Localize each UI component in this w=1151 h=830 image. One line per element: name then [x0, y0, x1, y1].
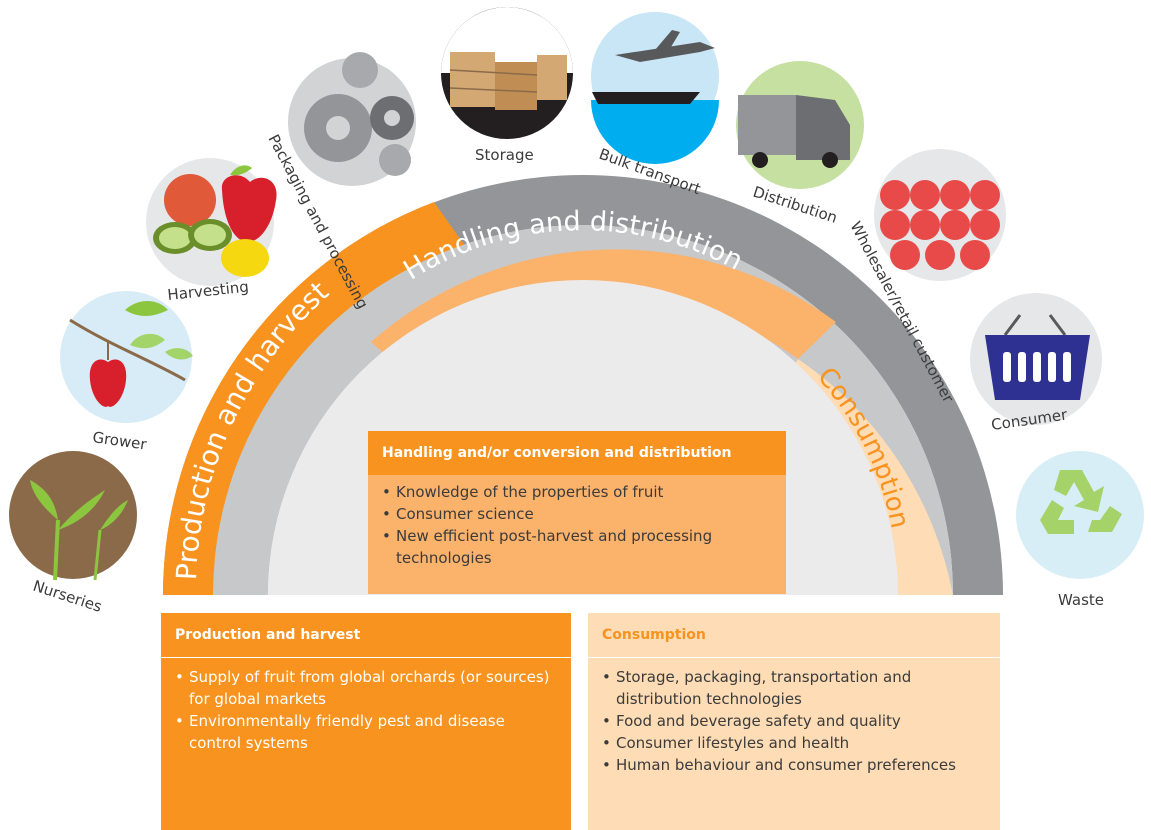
- stage-label-harvesting: Harvesting: [167, 278, 250, 304]
- gears-icon: [304, 52, 414, 176]
- list-item: Consumer science: [382, 503, 772, 525]
- stage-label-nurseries: Nurseries: [31, 577, 105, 616]
- list-item: Food and beverage safety and quality: [602, 710, 986, 732]
- stage-grower: Grower: [60, 291, 193, 454]
- apples-crate-icon: [880, 180, 1000, 270]
- list-item: Storage, packaging, transportation and d…: [602, 666, 986, 710]
- truck-icon: [738, 95, 850, 168]
- stage-harvesting: Harvesting: [146, 158, 277, 304]
- consumption-box-title: Consumption: [588, 613, 1000, 658]
- consumption-box-list: Storage, packaging, transportation and d…: [588, 658, 1000, 776]
- stage-bulk-transport: Bulk transport: [591, 12, 719, 198]
- list-item: New efficient post-harvest and processin…: [382, 525, 772, 569]
- stage-label-waste: Waste: [1058, 591, 1104, 609]
- list-item: Environmentally friendly pest and diseas…: [175, 710, 557, 754]
- stage-consumer: Consumer: [970, 293, 1102, 434]
- handling-box-list: Knowledge of the properties of fruit Con…: [368, 475, 786, 569]
- plane-ship-icon: [592, 30, 715, 104]
- production-box-list: Supply of fruit from global orchards (or…: [161, 658, 571, 754]
- consumption-box: Consumption Storage, packaging, transpor…: [588, 613, 1000, 830]
- list-item: Supply of fruit from global orchards (or…: [175, 666, 557, 710]
- stage-storage: Storage: [441, 7, 573, 164]
- production-box-title: Production and harvest: [161, 613, 571, 658]
- list-item: Consumer lifestyles and health: [602, 732, 986, 754]
- stage-waste: Waste: [1016, 451, 1144, 609]
- recycle-icon: [1040, 470, 1122, 534]
- handling-band: [371, 249, 836, 375]
- list-item: Human behaviour and consumer preferences: [602, 754, 986, 776]
- stage-label-grower: Grower: [91, 428, 148, 453]
- list-item: Knowledge of the properties of fruit: [382, 481, 772, 503]
- crates-icon: [449, 52, 567, 110]
- apple-branch-icon: [69, 300, 193, 407]
- basket-icon: [985, 314, 1090, 400]
- fruit-icon: [153, 165, 277, 277]
- stage-label-storage: Storage: [475, 146, 534, 164]
- production-box: Production and harvest Supply of fruit f…: [161, 613, 571, 830]
- stage-nurseries: Nurseries: [9, 451, 137, 616]
- seedling-icon: [30, 480, 128, 581]
- production-band: [162, 202, 470, 595]
- handling-box: Handling and/or conversion and distribut…: [368, 431, 786, 594]
- stage-distribution: Distribution: [736, 61, 864, 227]
- handling-box-title: Handling and/or conversion and distribut…: [368, 431, 786, 475]
